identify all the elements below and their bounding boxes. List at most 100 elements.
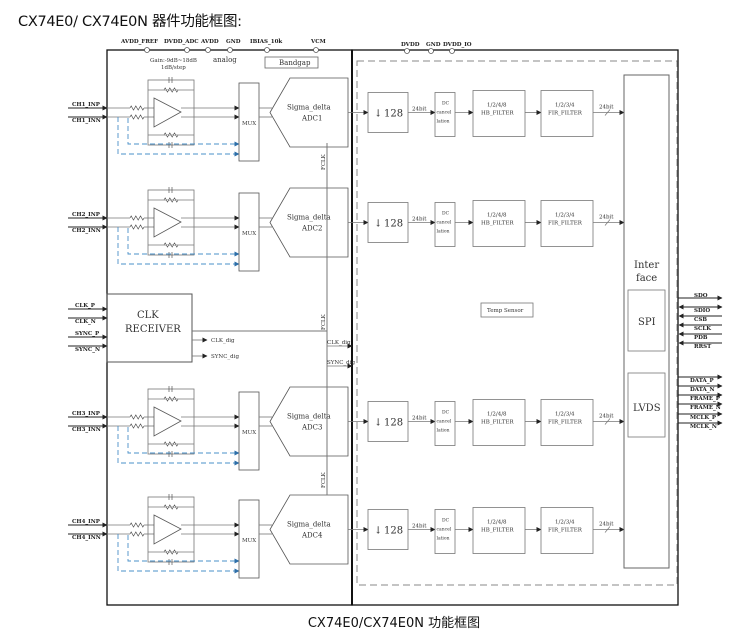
- fclk-label-1: FCLK: [321, 153, 327, 170]
- input-resistor: [129, 531, 145, 537]
- mux-block: [238, 192, 260, 272]
- decimator-down-arrow-icon: ↓: [374, 418, 382, 429]
- spi-pin-label: CSB: [694, 317, 707, 323]
- fir-filter-label: FIR_FILTER: [548, 528, 583, 534]
- pga-amplifier-icon: [153, 514, 182, 545]
- bus-width-label: 24bit: [412, 107, 427, 113]
- fir-filter-block: [540, 507, 594, 554]
- lvds-label: LVDS: [633, 403, 661, 414]
- bandgap-label: Bandgap: [279, 59, 311, 67]
- input-pin-label: CH3_INN: [72, 427, 101, 433]
- hb-filter-ratio: 1/2/4/8: [487, 520, 507, 526]
- input-pin-label: CH1_INP: [72, 102, 100, 108]
- hb-filter-block: [472, 507, 526, 554]
- input-resistor: [129, 114, 145, 120]
- fir-filter-block: [540, 399, 594, 446]
- spi-pin-label: SDIO: [694, 308, 710, 314]
- spi-pin-label: SCLK: [694, 326, 711, 332]
- dc-cancellation-block: [434, 202, 456, 247]
- lvds-block: [627, 372, 666, 438]
- decimator-down-arrow-icon: ↓: [374, 219, 382, 230]
- top-pin-terminal: [227, 47, 233, 53]
- decimator-label: 128: [384, 526, 403, 537]
- clk-dig-bus-label: CLK_dig: [327, 340, 351, 346]
- decimator-down-arrow-icon: ↓: [374, 526, 382, 537]
- interface-line1: Inter: [634, 260, 659, 271]
- decimator-down-arrow-icon: ↓: [374, 109, 382, 120]
- top-pin-label: AVDD_FREF: [120, 39, 158, 45]
- bus-width-label: 24bit: [599, 522, 614, 528]
- bus-width-label: 24bit: [599, 215, 614, 221]
- feedback-network: [147, 79, 195, 146]
- mux-block: [238, 499, 260, 579]
- lvds-pin-label: MCLK_P: [690, 415, 716, 421]
- clk-receiver-line2: RECEIVER: [125, 324, 181, 335]
- mux-block: [238, 82, 260, 162]
- input-resistor: [129, 224, 145, 230]
- dc-cancellation-label: lation: [437, 428, 450, 434]
- spi-block: [627, 289, 666, 352]
- dc-cancellation-label: DC: [442, 211, 450, 217]
- temp-sensor-block: [480, 302, 534, 318]
- top-pin-terminal: [313, 47, 319, 53]
- spi-pin-label: SDO: [694, 293, 708, 299]
- bus-width-label: 24bit: [412, 524, 427, 530]
- analog-label: analog: [213, 56, 237, 64]
- decimator-label: 128: [384, 109, 403, 120]
- bus-width-label: 24bit: [599, 105, 614, 111]
- clk-receiver-block: [106, 293, 193, 363]
- hb-filter-block: [472, 200, 526, 247]
- dc-cancellation-label: DC: [442, 518, 450, 524]
- fir-filter-label: FIR_FILTER: [548, 221, 583, 227]
- decimator-block: [367, 92, 409, 133]
- adc-label-line2: ADC1: [301, 115, 322, 123]
- input-pin-label: CH2_INP: [72, 212, 100, 218]
- decimator-block: [367, 401, 409, 442]
- digital-core-dashed-frame: [356, 60, 678, 586]
- fir-filter-block: [540, 90, 594, 137]
- dc-cancellation-label: lation: [437, 229, 450, 235]
- hb-filter-ratio: 1/2/4/8: [487, 103, 507, 109]
- top-pin-label: GND: [226, 39, 241, 45]
- hb-filter-label: HB_FILTER: [481, 221, 514, 227]
- top-pin-label: GND: [426, 42, 441, 48]
- fir-filter-ratio: 1/2/3/4: [555, 520, 575, 526]
- pga-amplifier-icon: [153, 97, 182, 128]
- dc-cancellation-label: lation: [437, 536, 450, 542]
- adc-label-line2: ADC4: [301, 532, 323, 540]
- temp-sensor-label: Temp Sensor: [487, 308, 524, 314]
- interface-line2: face: [636, 273, 657, 284]
- fir-filter-label: FIR_FILTER: [548, 111, 583, 117]
- sigma-delta-adc-block: [269, 187, 349, 258]
- sigma-delta-adc-block: [269, 386, 349, 457]
- sigma-delta-adc-block: [269, 494, 349, 565]
- dc-cancellation-label: DC: [442, 101, 450, 107]
- pga-amplifier-icon: [153, 207, 182, 238]
- fclk-label-2: FCLK: [321, 313, 327, 330]
- adc-label-line1: Sigma_delta: [287, 413, 331, 421]
- hb-filter-block: [472, 399, 526, 446]
- decimator-block: [367, 509, 409, 550]
- input-pin-label: CH2_INN: [72, 228, 101, 234]
- hb-filter-label: HB_FILTER: [481, 528, 514, 534]
- fclk-label-3: FCLK: [321, 471, 327, 488]
- hb-filter-ratio: 1/2/4/8: [487, 213, 507, 219]
- dc-cancellation-label: lation: [437, 119, 450, 125]
- mux-block: [238, 391, 260, 471]
- input-resistor: [129, 522, 145, 528]
- lvds-pin-label: MCLK_N: [690, 424, 717, 430]
- fir-filter-ratio: 1/2/3/4: [555, 412, 575, 418]
- mux-label: MUX: [242, 231, 256, 237]
- clk-input-pin-label: SYNC_P: [75, 331, 99, 337]
- top-pin-terminal: [428, 48, 434, 54]
- spi-pin-label: PDB: [694, 335, 708, 341]
- gain-step-note: 1dB/step: [161, 65, 186, 71]
- interface-block: [623, 74, 670, 569]
- top-pin-label: IBIAS_10k: [250, 39, 282, 45]
- input-resistor: [129, 105, 145, 111]
